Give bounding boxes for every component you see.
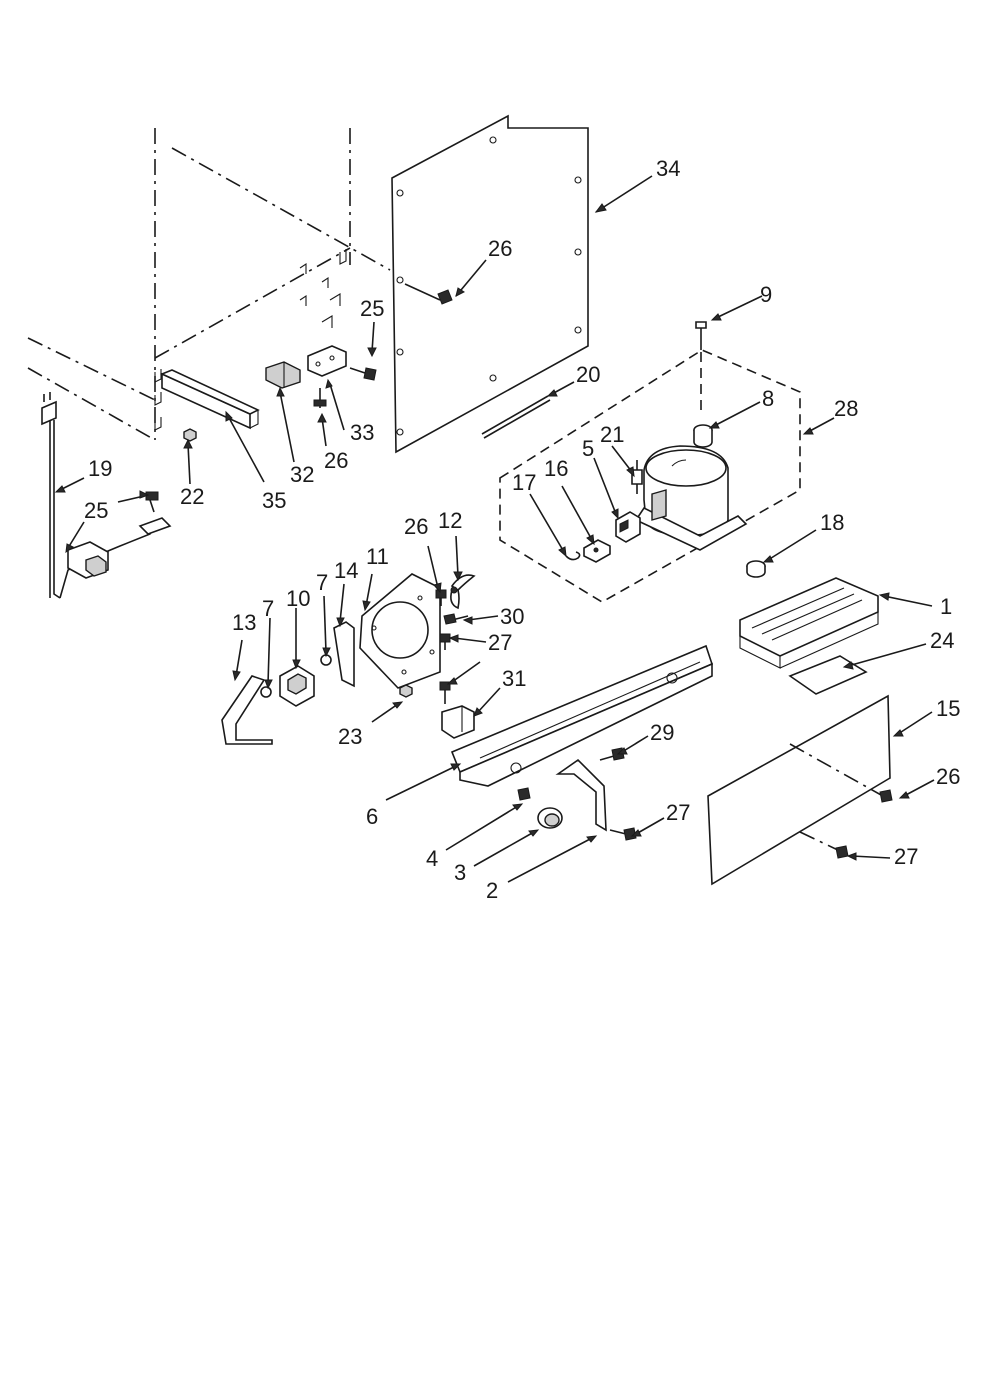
compressor-group-outline [499, 349, 801, 603]
screw-part [443, 613, 469, 625]
callout-3: 3 [454, 860, 466, 885]
callout-27: 27 [488, 630, 512, 655]
callout-5: 5 [582, 436, 594, 461]
grommet-part [399, 684, 413, 698]
compressor [634, 445, 748, 551]
callout-26: 26 [404, 514, 428, 539]
relay-part [615, 511, 641, 543]
motor-bracket [333, 621, 355, 688]
callout-12: 12 [438, 508, 462, 533]
callout-6: 6 [366, 804, 378, 829]
screw-part [439, 633, 451, 650]
callout-15: 15 [936, 696, 960, 721]
callout-17: 17 [512, 470, 536, 495]
power-cord-assembly [41, 392, 172, 599]
callout-26: 26 [488, 236, 512, 261]
callout-25: 25 [84, 498, 108, 523]
callout-23: 23 [338, 724, 362, 749]
callout-31: 31 [502, 666, 526, 691]
grommet-part [693, 424, 713, 448]
callout-33: 33 [350, 420, 374, 445]
callout-1: 1 [940, 594, 952, 619]
rail-bracket [159, 369, 260, 430]
callout-25: 25 [360, 296, 384, 321]
callout-29: 29 [650, 720, 674, 745]
callout-18: 18 [820, 510, 844, 535]
callout-13: 13 [232, 610, 256, 635]
knob-part [537, 807, 563, 829]
clip-part [565, 551, 581, 561]
callout-27: 27 [666, 800, 690, 825]
fan-motor [279, 665, 315, 707]
screw-part [435, 589, 447, 606]
callout-14: 14 [334, 558, 358, 583]
callout-24: 24 [930, 628, 954, 653]
mount-bracket [307, 345, 347, 377]
screw-part [609, 827, 637, 841]
condenser-bracket [555, 758, 607, 832]
screw-part [349, 367, 377, 381]
callout-34: 34 [656, 156, 680, 181]
switch-part [265, 361, 301, 389]
rear-access-panel [391, 114, 589, 454]
callout-22: 22 [180, 484, 204, 509]
panel-screw [404, 283, 453, 305]
callout-28: 28 [834, 396, 858, 421]
drain-pan [739, 577, 879, 669]
screw-part [879, 789, 893, 803]
callout-26: 26 [324, 448, 348, 473]
callout-11: 11 [366, 544, 389, 569]
callout-32: 32 [290, 462, 314, 487]
callout-labels: 34 26 25 33 26 32 35 22 19 25 9 8 28 20 … [84, 156, 960, 903]
nut-part [260, 686, 272, 698]
callout-16: 16 [544, 456, 568, 481]
nut-part [183, 428, 197, 442]
bolt-part [695, 321, 707, 416]
terminal-block [441, 705, 475, 739]
callout-20: 20 [576, 362, 600, 387]
cabinet-outline [27, 128, 391, 441]
motor-mount-bracket [221, 675, 273, 745]
callout-26: 26 [936, 764, 960, 789]
base-rail [450, 644, 713, 787]
screw-part [835, 845, 849, 859]
callout-10: 10 [286, 586, 310, 611]
callout-19: 19 [88, 456, 112, 481]
tube-part [481, 395, 551, 439]
callout-21: 21 [600, 422, 624, 447]
grommet-part [746, 560, 766, 578]
capacitor-part [631, 460, 643, 494]
screw-part [145, 491, 159, 513]
callout-2: 2 [486, 878, 498, 903]
callout-4: 4 [426, 846, 438, 871]
fan-blade [450, 574, 476, 610]
fan-shroud [359, 573, 441, 689]
screw-part [517, 787, 531, 801]
callout-7: 7 [316, 570, 328, 595]
pad-part [788, 655, 868, 695]
base-panel [707, 694, 891, 886]
callout-arrows [54, 175, 935, 883]
callout-30: 30 [500, 604, 524, 629]
screw-part [439, 681, 451, 704]
overload-part [583, 539, 611, 563]
callout-7: 7 [262, 596, 274, 621]
callout-27: 27 [894, 844, 918, 869]
screw-part [313, 388, 327, 408]
callout-9: 9 [760, 282, 772, 307]
callout-35: 35 [262, 488, 286, 513]
callout-8: 8 [762, 386, 774, 411]
